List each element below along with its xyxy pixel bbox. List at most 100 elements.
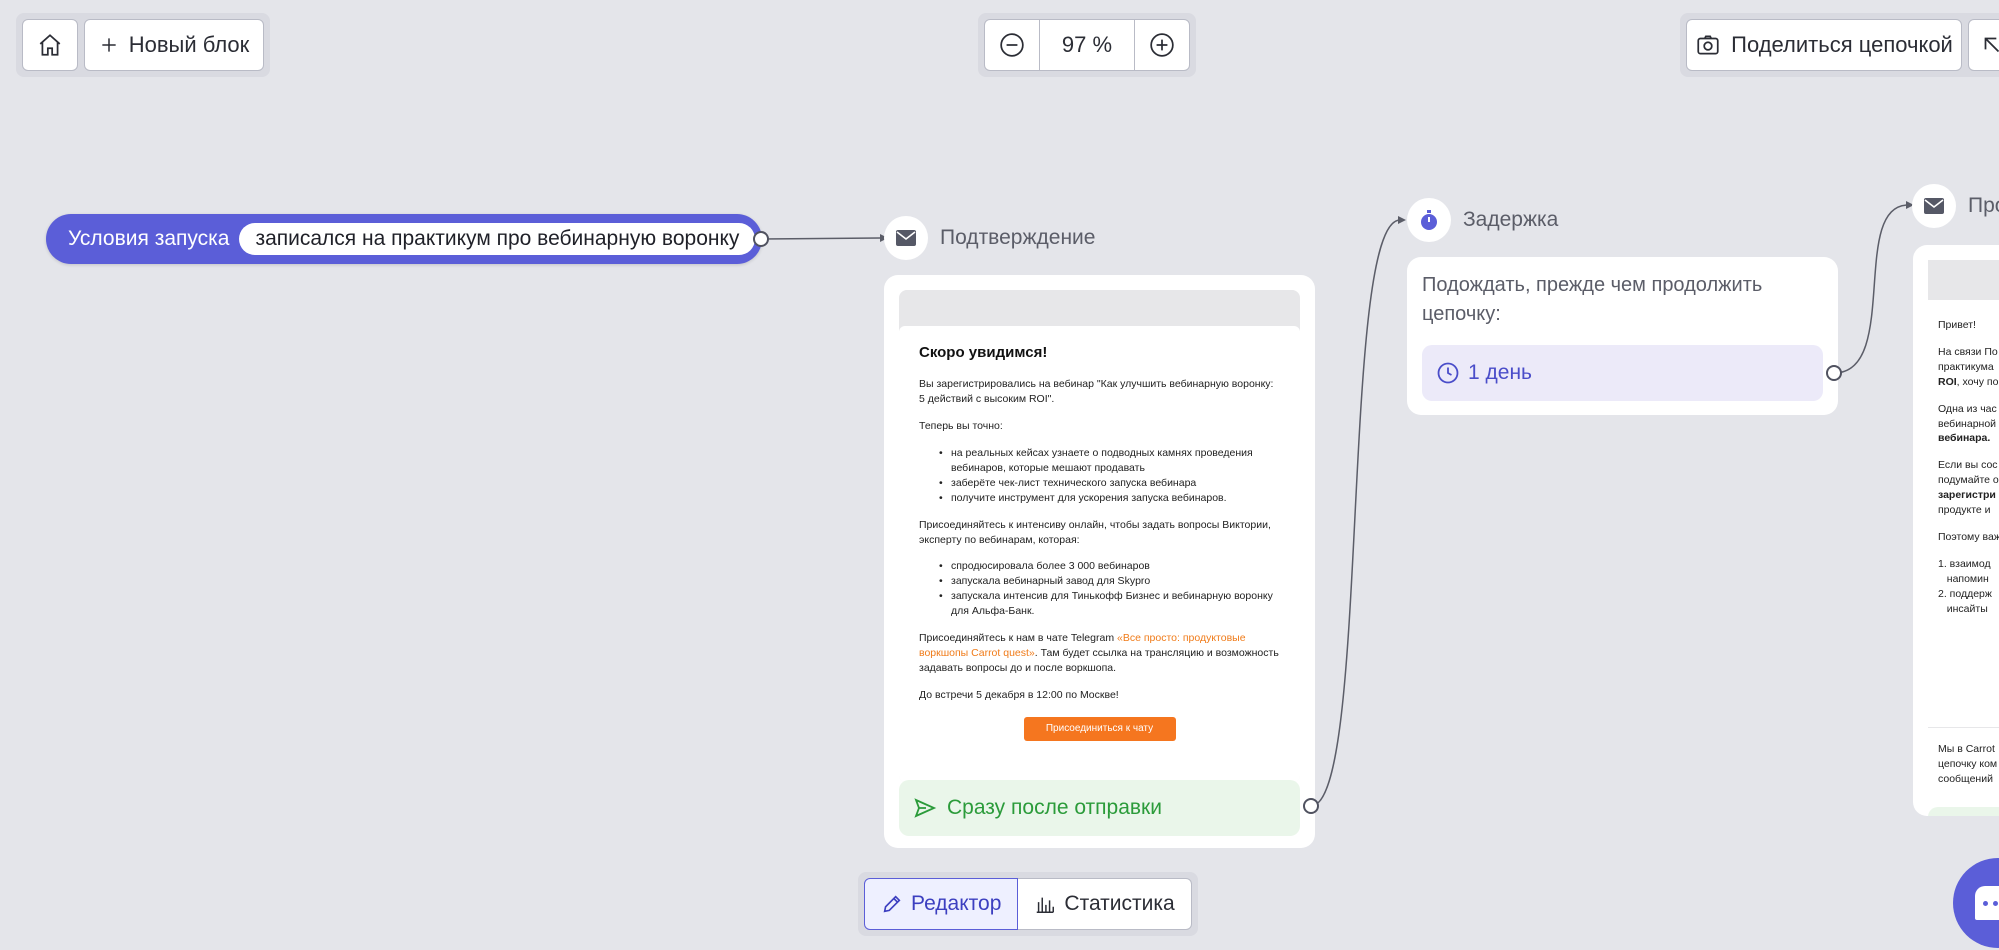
camera-icon xyxy=(1697,35,1719,55)
email-paragraph: Вы зарегистрировались на вебинар "Как ул… xyxy=(919,378,1274,406)
email-text: Если вы сос xyxy=(1938,459,1998,472)
email-heading: Скоро увидимся! xyxy=(919,344,1048,361)
email-text: вебинара. xyxy=(1938,432,1991,445)
delay-title: Задержка xyxy=(1463,208,1559,231)
confirmation-node-header: Подтверждение xyxy=(884,216,1095,260)
editor-tab-label: Редактор xyxy=(911,892,1002,915)
email-text: 1. взаимод xyxy=(1938,557,1991,570)
email-text: сообщений xyxy=(1938,772,1993,785)
email-text: продукте и xyxy=(1938,504,1991,517)
next-email-node-header: Про xyxy=(1912,184,1999,228)
email-paragraph: Теперь вы точно: xyxy=(919,420,1003,433)
email-footer: Мы в Carrot цепочку ком сообщений xyxy=(1928,727,1999,801)
confirmation-title: Подтверждение xyxy=(940,226,1096,249)
email-text: зарегистри xyxy=(1938,489,1996,502)
minus-circle-icon xyxy=(1000,33,1024,57)
send-timing[interactable]: Сразу после отправки xyxy=(899,780,1300,836)
mail-icon xyxy=(896,230,916,246)
arrow-up-left-icon xyxy=(1984,37,1999,53)
email-preview: Скоро увидимся! Вы зарегистрировались на… xyxy=(899,290,1300,783)
chat-dot xyxy=(1993,901,1998,906)
pencil-icon xyxy=(883,895,901,913)
chat-dot xyxy=(1983,901,1988,906)
confirmation-output-handle[interactable] xyxy=(1303,798,1319,814)
trigger-output-handle[interactable] xyxy=(753,231,769,247)
email-text: Мы в Carrot xyxy=(1938,743,1995,755)
list-item: на реальных кейсах узнаете о подводных к… xyxy=(939,446,1280,476)
delay-output-handle[interactable] xyxy=(1826,365,1842,381)
list-item: спродюсировала более 3 000 вебинаров xyxy=(939,559,1280,574)
trigger-node[interactable]: Условия запуска записался на практикум п… xyxy=(46,214,762,264)
send-timing[interactable]: Ср xyxy=(1928,807,1999,816)
email-text: Присоединяйтесь к нам в чате Telegram xyxy=(919,632,1117,645)
email-text: . Там будет ссылка на трансляцию и возмо… xyxy=(919,646,1279,674)
zoom-in-button[interactable] xyxy=(1134,19,1190,71)
statistics-tab-label: Статистика xyxy=(1064,892,1175,915)
email-text: , хочу по xyxy=(1956,375,1999,388)
email-text: инсайты xyxy=(1946,602,1988,615)
email-text: На связи По xyxy=(1938,345,1998,358)
email-text: 2. поддерж xyxy=(1938,587,1992,600)
plus-circle-icon xyxy=(1150,33,1174,57)
zoom-out-button[interactable] xyxy=(984,19,1040,71)
email-text: Одна из час xyxy=(1938,402,1997,415)
list-item: запускала вебинарный завод для Skypro xyxy=(939,574,1280,589)
email-text: вебинарной xyxy=(1938,417,1997,430)
email-text: ROI xyxy=(1938,375,1957,388)
share-chain-button[interactable]: Поделиться цепочкой xyxy=(1686,19,1962,71)
email-body: Скоро увидимся! Вы зарегистрировались на… xyxy=(899,326,1300,783)
email-text: напомин xyxy=(1946,572,1989,585)
email-text: практикума xyxy=(1938,360,1994,373)
list-item: заберёте чек-лист технического запуска в… xyxy=(939,476,1280,491)
delay-description: Подождать, прежде чем продолжить цепочку… xyxy=(1422,274,1763,325)
zoom-value: 97 % xyxy=(1061,32,1113,57)
home-button[interactable] xyxy=(22,19,78,71)
list-item: получите инструмент для ускорения запуск… xyxy=(939,491,1280,506)
email-text: цепочку ком xyxy=(1938,757,1998,770)
zoom-controls: 97 % xyxy=(978,13,1196,77)
email-paragraph: До встречи 5 декабря в 12:00 по Москве! xyxy=(919,688,1119,701)
delay-node-header: Задержка xyxy=(1407,198,1558,242)
email-list: 1. взаимод напомин 2. поддерж инсайты xyxy=(1938,557,1992,617)
top-right-toolbar: Поделиться цепочкой xyxy=(1680,13,1999,77)
stopwatch-icon xyxy=(1421,210,1437,230)
email-paragraph: Присоединяйтесь к нам в чате Telegram «В… xyxy=(919,631,1280,676)
next-email-title: Про xyxy=(1968,194,1999,217)
clock-icon xyxy=(1437,362,1459,384)
telegram-chat-link: «Все просто: продуктовые воркшопы Carrot… xyxy=(919,632,1246,659)
mode-switch: Редактор Статистика xyxy=(858,872,1198,936)
email-paragraph: Привет! xyxy=(1938,319,1976,331)
email-paragraph: Присоединяйтесь к интенсиву онлайн, чтоб… xyxy=(919,518,1271,546)
share-chain-label: Поделиться цепочкой xyxy=(1731,32,1953,57)
delay-duration[interactable]: 1 день xyxy=(1422,345,1823,401)
join-chat-email-button: Присоединиться к чату xyxy=(1023,716,1176,741)
zoom-level: 97 % xyxy=(1040,19,1134,71)
statistics-tab[interactable]: Статистика xyxy=(1018,878,1192,930)
delay-card[interactable]: Подождать, прежде чем продолжить цепочку… xyxy=(1407,257,1838,415)
new-block-label: Новый блок xyxy=(128,32,250,57)
send-timing-label: Сразу после отправки xyxy=(947,796,1162,819)
confirmation-card[interactable]: Скоро увидимся! Вы зарегистрировались на… xyxy=(884,275,1315,848)
email-paragraph: Поэтому важ xyxy=(1938,530,1999,543)
new-block-button[interactable]: Новый блок xyxy=(84,19,264,71)
editor-tab[interactable]: Редактор xyxy=(864,878,1019,930)
bar-chart-icon xyxy=(1037,897,1055,913)
email-text: подумайте о xyxy=(1938,474,1999,487)
trigger-condition: записался на практикум про вебинарную во… xyxy=(239,223,756,255)
email-paragraph: Одна из час вебинарной вебинара. xyxy=(1938,402,1997,447)
email-node-icon-wrap xyxy=(884,216,928,260)
email-list: на реальных кейсах узнаете о подводных к… xyxy=(939,446,1280,506)
send-icon xyxy=(914,798,937,818)
email-node-icon-wrap xyxy=(1912,184,1956,228)
email-list: спродюсировала более 3 000 вебинаров зап… xyxy=(939,559,1280,619)
home-icon xyxy=(39,34,61,56)
mail-icon xyxy=(1924,198,1944,214)
email-header-band xyxy=(1928,260,1999,300)
email-paragraph: Если вы сос подумайте о зарегистри продукте… xyxy=(1938,458,1999,518)
expand-button[interactable] xyxy=(1968,19,1999,71)
